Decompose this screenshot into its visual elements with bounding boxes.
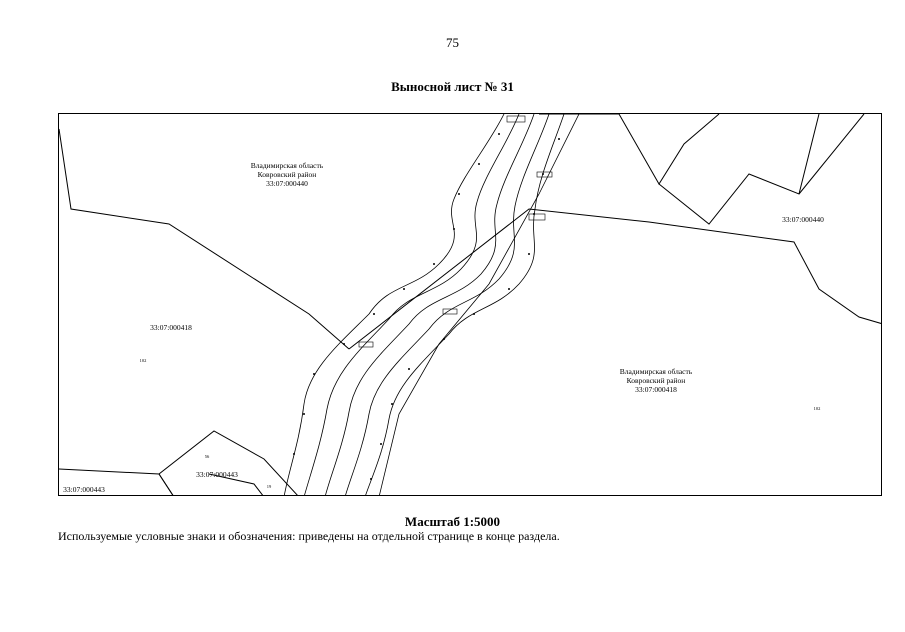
boundary-middle	[348, 208, 881, 350]
legend-note: Используемые условные знаки и обозначени…	[58, 529, 560, 543]
annotation-box	[358, 341, 374, 348]
parcel-label-443-center: 33:07:000443	[196, 470, 238, 479]
cadastral-map: Владимирская область Ковровский район 33…	[59, 114, 881, 495]
boundary-right-block	[658, 114, 820, 225]
sheet-title: Выносной лист № 31	[391, 79, 514, 94]
small-label-102-right: 102	[814, 406, 821, 411]
corridor-ticks	[293, 133, 560, 480]
boundary-upper-right	[539, 114, 720, 185]
annotation-box	[442, 308, 458, 315]
boundary-right-edge	[798, 114, 865, 195]
region-label-bottom-line3: 33:07:000418	[635, 385, 677, 394]
parcel-label-440-right: 33:07:000440	[782, 215, 824, 224]
parcel-label-418-left: 33:07:000418	[150, 323, 192, 332]
region-label-top-line1: Владимирская область	[251, 161, 324, 170]
annotation-box	[536, 171, 553, 178]
boundary-upper-left	[59, 128, 350, 350]
region-label-bottom-line2: Ковровский район	[627, 376, 686, 385]
parcel-443-inner	[208, 473, 264, 495]
annotation-box	[506, 115, 526, 123]
region-label-bottom-line1: Владимирская область	[620, 367, 693, 376]
corridor-center	[325, 114, 535, 495]
corridor-outer-left	[283, 114, 505, 495]
map-frame: Владимирская область Ковровский район 33…	[58, 113, 882, 496]
small-label-56: 56	[205, 454, 210, 459]
annotation-box	[528, 213, 546, 221]
region-label-top-line2: Ковровский район	[258, 170, 317, 179]
small-label-19: 19	[267, 484, 272, 489]
small-label-102-left: 102	[140, 358, 147, 363]
corridor-inner-left	[304, 114, 520, 495]
parcel-443-outline	[158, 430, 298, 495]
region-label-top-line3: 33:07:000440	[266, 179, 308, 188]
corridor-outer-right	[365, 114, 565, 495]
parcel-label-443-bottom-left: 33:07:000443	[63, 485, 105, 494]
page-number: 75	[446, 35, 459, 50]
corridor-straight	[379, 114, 580, 495]
corridor-inner-right	[345, 114, 550, 495]
map-scale: Масштаб 1:5000	[404, 514, 501, 529]
